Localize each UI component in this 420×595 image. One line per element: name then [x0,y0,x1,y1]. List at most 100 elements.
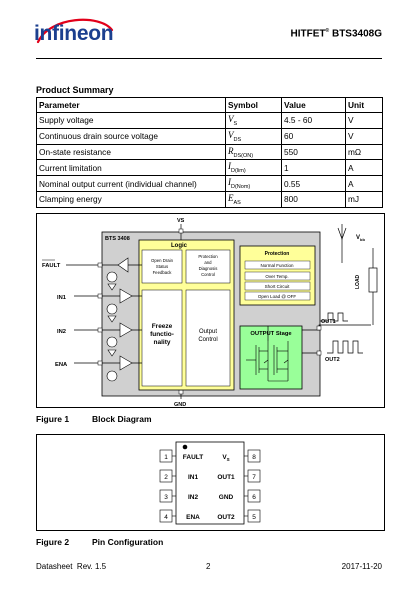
unit-cell: A [345,175,383,192]
output-stage-title: OUTPUT Stage [250,331,292,337]
param-cell: On-state resistance [36,143,226,161]
out1-label: OUT1 [321,319,336,325]
protection-diagnosis-box [185,249,231,284]
pin1-marker [182,444,188,450]
value-cell: 4.5 - 60 [281,112,346,129]
svg-text:Open Drain: Open Drain [151,258,174,263]
pin-number: 5 [252,514,256,521]
pin-name: ENA [186,514,200,521]
param-cell: Continuous drain source voltage [36,127,226,145]
protection-item: Normal Function [260,263,294,268]
protection-item: Short Circuit [265,284,291,289]
unit-cell: V [345,127,383,145]
pin-ena-label: ENA [55,362,68,368]
pin-name: FAULT [183,454,203,461]
protection-item: Open Load @ OFF [258,294,297,299]
value-cell: 0.55 [281,175,346,192]
value-cell: 60 [281,127,346,145]
value-cell: 550 [281,143,346,161]
out2-label: OUT2 [325,357,340,363]
mosfet-symbols [246,341,289,382]
svg-text:and: and [204,260,212,265]
svg-text:Freeze: Freeze [152,323,173,330]
open-drain-box [141,249,183,284]
product-summary-title: Product Summary [36,85,114,95]
footer-page-number: 2 [206,562,211,571]
pin-number: 2 [164,474,168,481]
column-header: Unit [345,97,383,113]
symbol-cell: ID(lim) [225,159,282,177]
value-cell: 1 [281,159,346,177]
symbol-cell: VS [225,112,282,129]
param-cell: Nominal output current (individual chann… [36,175,226,192]
symbol-cell: ID(Nom) [225,175,282,192]
svg-text:Control: Control [198,337,217,343]
pin-in1-label: IN1 [57,295,67,301]
pin-number: 4 [164,514,168,521]
column-header: Parameter [36,97,226,113]
load-resistor [368,267,378,293]
pin-fault-label: FAULT [42,263,61,269]
freeze-box [141,289,183,387]
pin-current-sources [106,271,118,382]
unit-cell: V [345,112,383,129]
unit-cell: mΩ [345,143,383,161]
pin-number: 7 [252,474,256,481]
protection-item: Over Temp. [265,274,288,279]
svg-text:Diagnosis: Diagnosis [199,266,218,271]
infineon-logo-swoosh [36,18,114,44]
symbol-cell: EAS [225,190,282,208]
load-label: LOAD [355,274,361,289]
svg-text:nality: nality [154,339,171,346]
vs-label: VS [177,218,185,224]
pin-name: OUT2 [217,514,235,521]
svg-text:functio-: functio- [150,331,174,338]
out1-waveform [320,312,348,322]
svg-text:Protection: Protection [198,254,218,259]
output-stage-block [239,325,303,390]
out2-waveform [327,340,363,354]
block-diagram: BTS 3408 VS GND Logic Open Drain Status … [42,218,378,408]
logic-title: Logic [171,243,188,249]
footer-date: 2017-11-20 [341,562,382,571]
infineon-logo: infineon [34,22,114,45]
input-buffers [117,257,133,371]
pin-name: IN1 [188,474,199,481]
pin-name: GND [219,494,234,501]
chip-label: BTS 3408 [105,236,130,242]
unit-cell: A [345,159,383,177]
header-rule [36,58,382,59]
output-control-box [185,289,231,387]
pin-number: 6 [252,494,256,501]
product-summary-table: Parameter Symbol Value Unit Supply volta… [36,97,383,208]
pin-name: OUT1 [217,474,235,481]
param-cell: Clamping energy [36,190,226,208]
block-diagram-frame [36,213,385,408]
unit-cell: mJ [345,190,383,208]
pin-number: 3 [164,494,168,501]
document-title: HITFET® BTS3408G [290,28,383,40]
footer-doc-type: Datasheet Rev. 1.5 [36,562,107,571]
value-cell: 800 [281,190,346,208]
svg-text:Status: Status [156,264,168,269]
svg-text:Feedback: Feedback [153,270,173,275]
pin-name: VS [222,454,229,462]
table-header-row: Parameter Symbol Value Unit [36,97,383,113]
gnd-label: GND [174,402,186,408]
pin-number: 8 [252,454,256,461]
symbol-cell: VDS [225,127,282,145]
pin-number: 1 [164,454,168,461]
protection-title: Protection [265,251,290,257]
column-header: Symbol [225,97,282,113]
column-header: Value [281,97,346,113]
pin-config-frame [36,434,385,531]
pin-in2-label: IN2 [57,329,66,335]
table-row: Nominal output current (individual chann… [36,175,383,192]
